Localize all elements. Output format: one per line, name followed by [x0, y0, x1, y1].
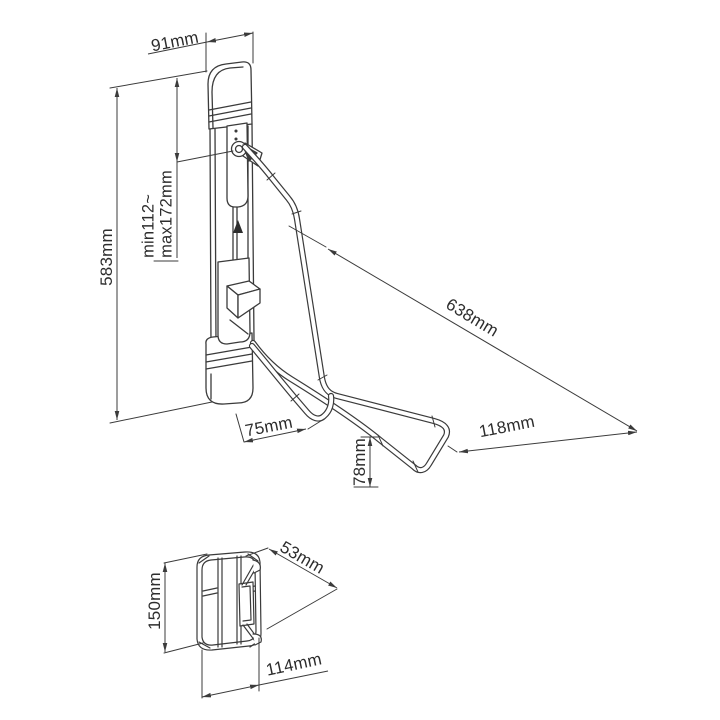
- dimension-label-folded-height: 150mm: [145, 572, 164, 630]
- tube-joint-ticks: [266, 172, 436, 473]
- main-view-wall-bracket: [205, 61, 451, 474]
- dimension-label-hook-height-range: min112~ max172mm: [140, 170, 177, 258]
- folded-view: [196, 551, 262, 651]
- dim-line-114mm: [201, 684, 260, 698]
- range-min-text: min112~: [139, 193, 158, 258]
- dim-line-53mm: [268, 548, 338, 589]
- dim-line-75mm: [243, 428, 307, 443]
- range-leader-line: [176, 150, 234, 163]
- dimension-label-hook-drop: 78mm: [350, 437, 369, 487]
- dim-line-91mm: [206, 32, 254, 43]
- bottom-cap: [205, 332, 254, 405]
- upper-carriage: [226, 122, 263, 208]
- dimension-label-bracket-height: 583mm: [97, 228, 116, 286]
- dim-line-638mm: [327, 248, 638, 432]
- adjustment-arrow-icon: [233, 220, 243, 233]
- dimension-lines: [114, 32, 638, 698]
- top-cap: [207, 61, 253, 130]
- lower-carriage: [217, 257, 261, 345]
- dim-line-118mm: [458, 430, 638, 454]
- range-max-text: max172mm: [158, 170, 176, 258]
